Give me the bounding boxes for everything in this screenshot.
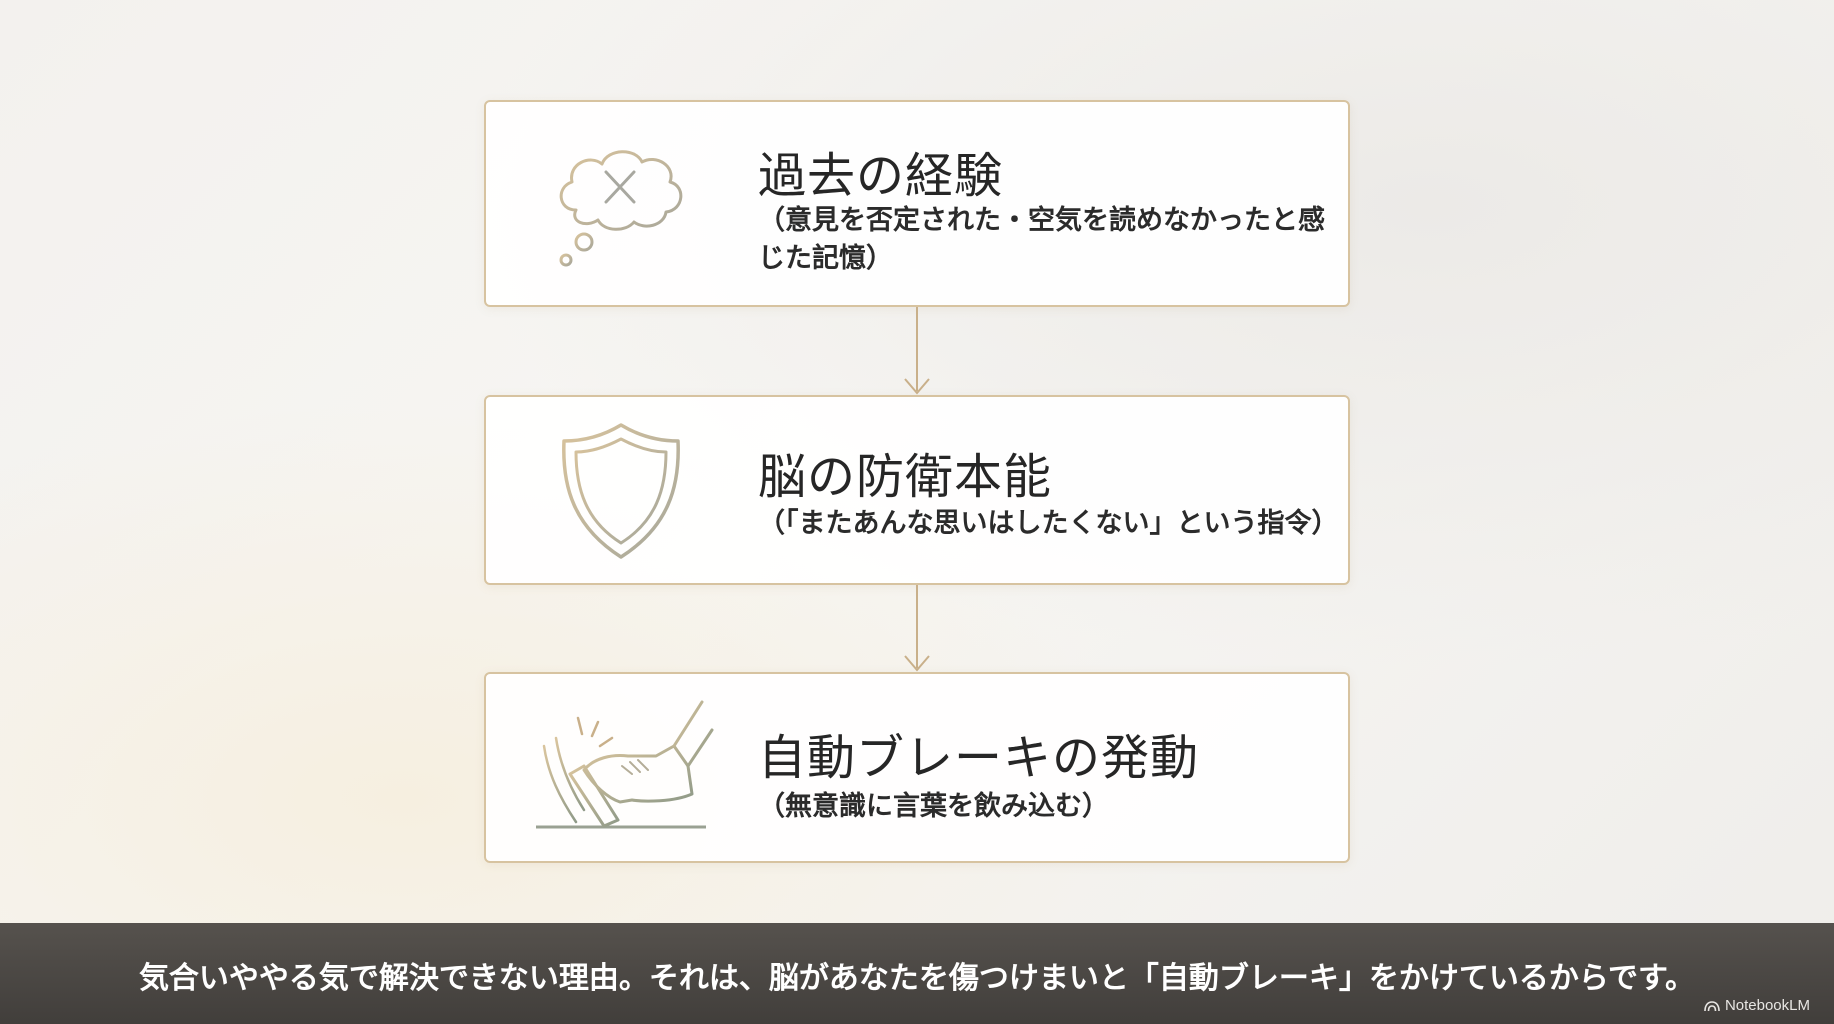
down-arrow-icon (902, 307, 932, 395)
step-card-auto-brake: 自動ブレーキの発動 （無意識に言葉を飲み込む） (484, 672, 1350, 863)
step-description: （意見を否定された・空気を読めなかったと感じた記憶） (758, 205, 1325, 274)
brand-watermark: NotebookLM (1704, 997, 1810, 1014)
shield-icon (546, 417, 696, 567)
step-title: 過去の経験 (758, 148, 1004, 204)
down-arrow-icon (902, 585, 932, 672)
subtitle-text: 気合いややる気で解決できない理由。それは、脳があなたを傷つけまいと「自動ブレーキ… (138, 961, 1696, 996)
step-card-defense-instinct: 脳の防衛本能 （「またあんな思いはしたくない」という指令） (484, 395, 1350, 585)
step-title: 自動ブレーキの発動 (758, 730, 1200, 786)
subtitle-bar: 気合いややる気で解決できない理由。それは、脳があなたを傷つけまいと「自動ブレーキ… (0, 923, 1834, 1024)
thought-cloud-x-icon (546, 132, 696, 282)
notebooklm-logo-icon (1704, 1000, 1720, 1011)
step-title: 脳の防衛本能 (758, 449, 1053, 505)
foot-brake-icon (524, 694, 714, 844)
step-description: （無意識に言葉を飲み込む） (758, 791, 1109, 822)
brand-name: NotebookLM (1724, 997, 1810, 1014)
step-card-past-experience: 過去の経験 （意見を否定された・空気を読めなかったと感じた記憶） (484, 100, 1350, 307)
step-description: （「またあんな思いはしたくない」という指令） (758, 508, 1339, 539)
